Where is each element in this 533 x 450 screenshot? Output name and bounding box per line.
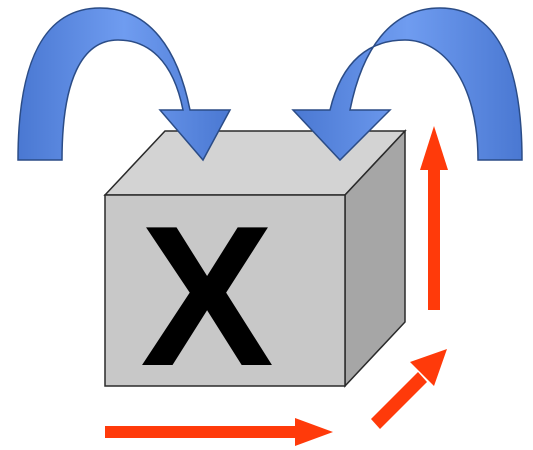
diagonal-up-right-arrow	[371, 349, 447, 429]
cube-front-face	[104, 194, 346, 387]
left-curved-arrow	[17, 7, 232, 162]
right-curved-arrow	[291, 7, 523, 162]
cube-label: X	[140, 185, 273, 408]
vertical-up-arrow	[420, 126, 448, 310]
bottom-right-arrow	[105, 418, 333, 446]
cube: X	[103, 129, 407, 408]
